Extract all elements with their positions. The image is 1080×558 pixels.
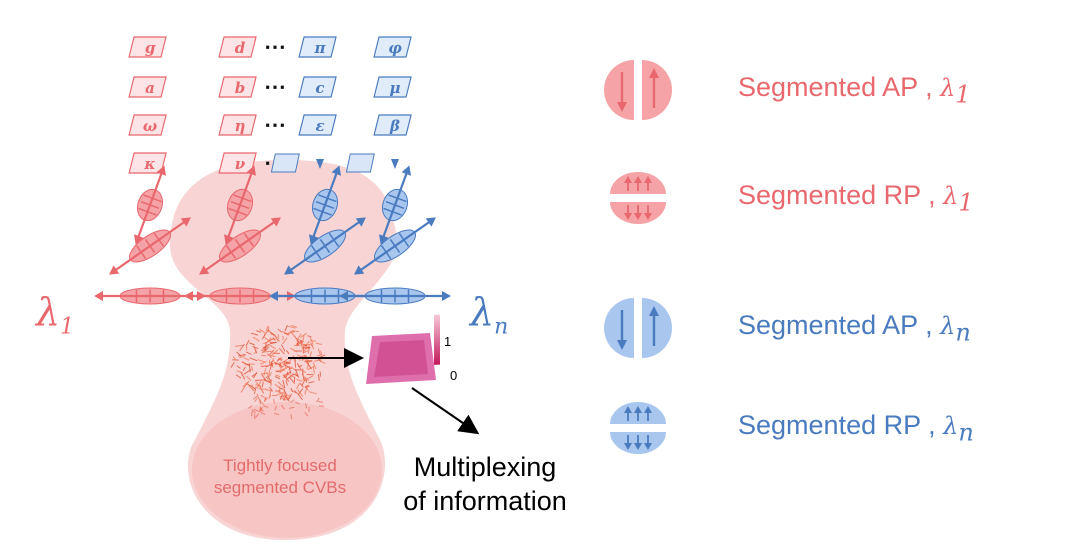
symbol-ellipsis: ⋯: [264, 34, 286, 60]
legend-lambda-sub: 1: [955, 80, 970, 108]
focus-caption: Tightly focused segmented CVBs: [190, 455, 370, 499]
legend-text: Segmented RP ,: [738, 180, 943, 210]
legend-lambda: λ: [943, 182, 958, 210]
legend-label: Segmented AP , λn: [738, 310, 971, 346]
legend-label: Segmented RP , λ1: [738, 180, 974, 216]
symbol-char: μ: [390, 79, 401, 97]
output-caption: Multiplexing of information: [385, 450, 585, 518]
lambda-right-symbol: λ: [470, 290, 494, 334]
lambda-left-sub: 1: [60, 315, 74, 340]
symbol-tile-blank: [346, 154, 374, 172]
symbol-char: ν: [235, 155, 246, 173]
segmented-ap-icon: [604, 60, 672, 120]
legend-lambda-sub: n: [958, 418, 973, 446]
symbol-char: κ: [143, 155, 155, 173]
symbol-char: ε: [315, 117, 324, 135]
symbol-char: η: [235, 117, 246, 135]
segmented-rp-icon: [610, 172, 666, 224]
legend-lambda-sub: n: [955, 318, 970, 346]
symbol-char: ɡ: [145, 39, 157, 57]
symbol-char: c: [315, 79, 324, 97]
legend-text: Segmented AP ,: [738, 310, 940, 340]
colorbar-min: 0: [450, 368, 457, 383]
lambda-right-sub: n: [494, 315, 508, 340]
focus-caption-line1: Tightly focused: [190, 455, 370, 477]
segmented-rp-icon: [610, 402, 666, 454]
symbol-tile-icon: [391, 159, 399, 169]
colorbar-max: 1: [444, 334, 451, 349]
lambda-right-label: λn: [470, 290, 508, 340]
symbol-ellipsis: ⋯: [264, 112, 286, 138]
lambda-left-symbol: λ: [36, 290, 60, 334]
symbol-tile-blank: [271, 154, 299, 172]
output-caption-line1: Multiplexing: [385, 450, 585, 484]
symbol-char: a: [145, 79, 155, 97]
symbol-char: ω: [143, 117, 157, 135]
legend-label: Segmented AP , λ1: [738, 72, 971, 108]
output-caption-line2: of information: [385, 484, 585, 518]
symbol-char: φ: [388, 39, 402, 57]
legend-text: Segmented RP ,: [738, 410, 943, 440]
symbol-ellipsis: ⋯: [264, 74, 286, 100]
segmented-ap-icon: [604, 298, 672, 358]
legend-lambda: λ: [940, 312, 955, 340]
symbol-char: d: [235, 39, 246, 57]
legend-lambda: λ: [940, 74, 955, 102]
symbol-char: β: [389, 117, 400, 135]
symbol-char: b: [235, 79, 246, 97]
lambda-left-label: λ1: [36, 290, 74, 340]
symbol-char: π: [314, 39, 327, 57]
legend-lambda-sub: 1: [958, 188, 973, 216]
legend-lambda: λ: [943, 412, 958, 440]
legend-text: Segmented AP ,: [738, 72, 940, 102]
arrow-to-output: [412, 388, 476, 432]
legend-icons: [604, 60, 672, 454]
legend-label: Segmented RP , λn: [738, 410, 974, 446]
intensity-map: [366, 315, 440, 384]
focus-caption-line2: segmented CVBs: [190, 477, 370, 499]
